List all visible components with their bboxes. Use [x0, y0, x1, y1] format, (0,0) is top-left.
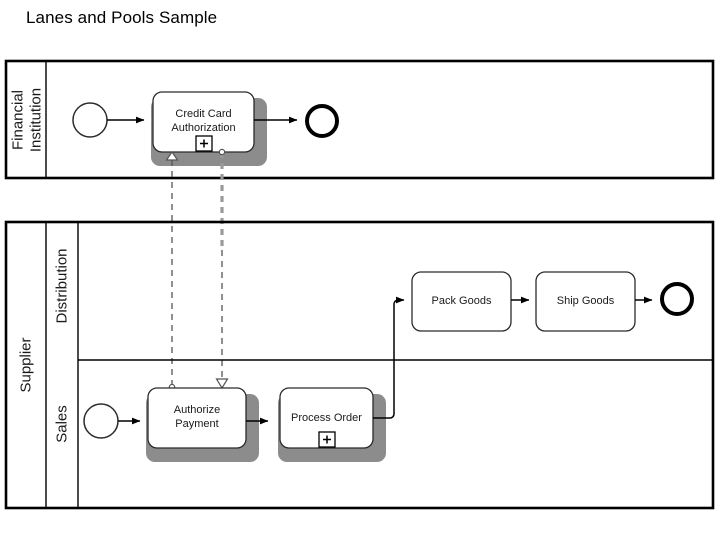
pool-supplier-label: Supplier [18, 337, 35, 392]
task-credit-card-authorization-label-line2: Authorization [171, 122, 235, 134]
start-event-sales[interactable] [83, 403, 119, 439]
end-event-financial-institution[interactable] [305, 104, 339, 138]
subprocess-marker-process-order[interactable] [318, 431, 336, 448]
pool-financial-institution[interactable]: Financial Institution Credit Card Author… [4, 59, 715, 180]
message-flow-down-source-dot [218, 148, 226, 156]
pool-financial-institution-border [4, 59, 715, 180]
page-title: Lanes and Pools Sample [26, 8, 218, 27]
task-pack-goods-box [411, 271, 512, 332]
message-flow-up-arrowhead [165, 150, 179, 161]
message-flow-down-arrowhead [215, 378, 229, 390]
task-process-order-label: Process Order [291, 412, 362, 424]
task-credit-card-authorization[interactable]: Credit Card Authorization [151, 91, 267, 166]
task-process-order[interactable]: Process Order [278, 387, 386, 462]
message-flows [165, 148, 229, 391]
task-ship-goods-box [535, 271, 636, 332]
start-event-financial-institution[interactable] [72, 102, 108, 138]
task-credit-card-authorization-box [152, 91, 255, 153]
task-ship-goods-label: Ship Goods [557, 295, 615, 307]
task-authorize-payment-label-line2: Payment [175, 418, 218, 430]
pool-supplier[interactable]: Supplier Distribution Sales Authorize Pa… [4, 220, 715, 510]
task-authorize-payment-label-line1: Authorize [174, 404, 220, 416]
task-pack-goods-label: Pack Goods [432, 295, 492, 307]
pool-financial-institution-label-line1: Financial [10, 90, 27, 150]
lane-distribution-label: Distribution [54, 248, 71, 323]
lane-sales-label: Sales [54, 405, 71, 443]
task-credit-card-authorization-label-line1: Credit Card [175, 108, 231, 120]
task-authorize-payment-box [147, 387, 247, 449]
sequence-flow-process-order-to-pack-goods [373, 296, 405, 419]
pool-financial-institution-label-line2: Institution [28, 88, 45, 152]
task-authorize-payment[interactable]: Authorize Payment [146, 387, 259, 462]
task-ship-goods[interactable]: Ship Goods [535, 271, 636, 332]
pool-supplier-border [4, 220, 715, 510]
task-pack-goods[interactable]: Pack Goods [411, 271, 512, 332]
end-event-distribution[interactable] [660, 282, 694, 316]
subprocess-marker-credit-card-authorization[interactable] [195, 135, 213, 152]
